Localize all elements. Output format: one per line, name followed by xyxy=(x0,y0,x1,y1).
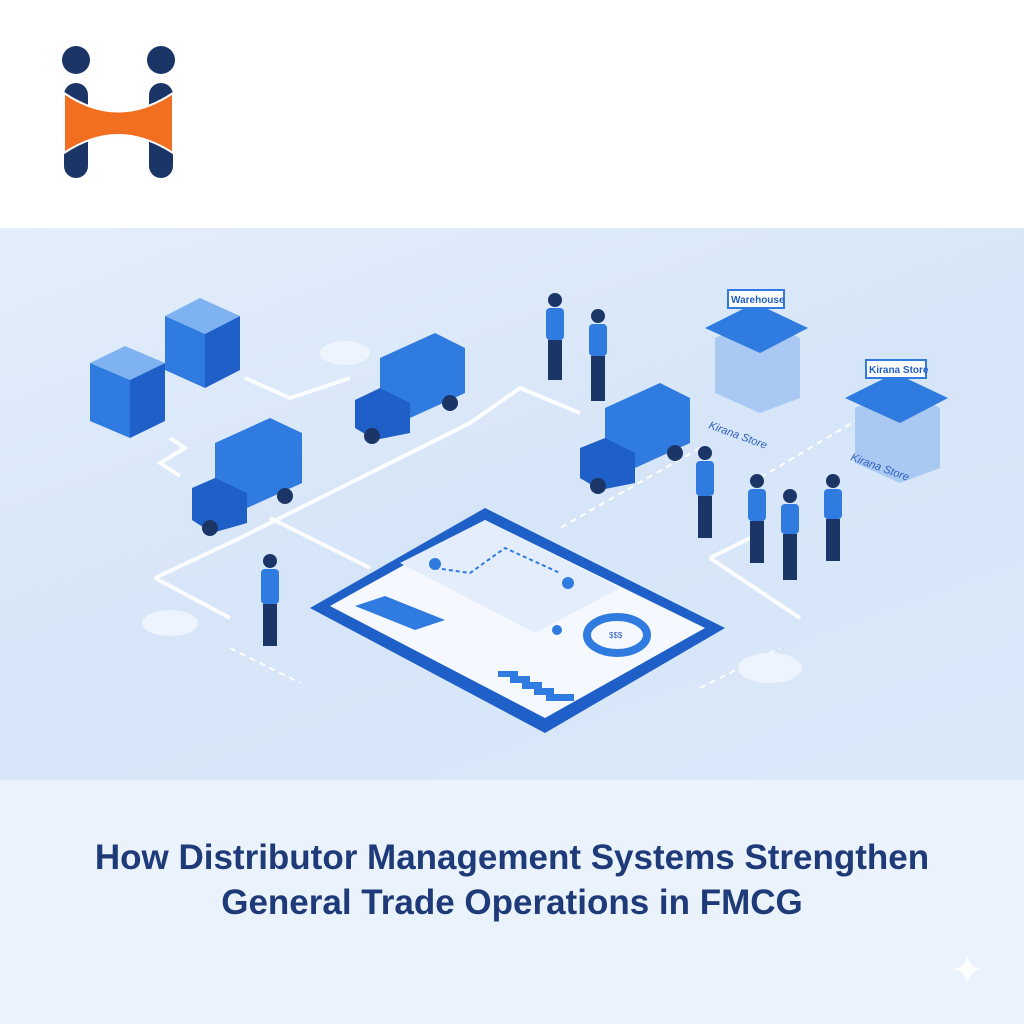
headline: How Distributor Management Systems Stren… xyxy=(0,835,1024,925)
tablet-dashboard: $$$ xyxy=(310,508,725,733)
map-pin-icon xyxy=(429,558,574,635)
sparkle-icon: ✦ xyxy=(950,949,984,993)
headline-line-1: How Distributor Management Systems Stren… xyxy=(94,838,930,877)
delivery-truck-icon xyxy=(580,383,690,494)
kirana-store-icon: Warehouse Kirana Store xyxy=(705,289,808,452)
headline-line-2: General Trade Operations in FMCG xyxy=(221,883,803,922)
bar-chart xyxy=(498,671,574,701)
brand-logo xyxy=(62,46,175,178)
store-sign: Kirana Store xyxy=(869,365,929,376)
cloud-icon xyxy=(142,341,802,683)
store-label: Kirana Store xyxy=(707,420,769,452)
footer-area xyxy=(0,780,1024,1024)
donut-value: $$$ xyxy=(609,631,623,640)
header-area xyxy=(0,0,1024,228)
delivery-truck-icon xyxy=(192,418,302,536)
kirana-store-icon: Kirana Store Kirana Store xyxy=(845,359,948,484)
donut-chart xyxy=(583,613,651,657)
person-icon xyxy=(261,293,842,646)
delivery-truck-icon xyxy=(355,333,465,444)
hero-illustration: Warehouse Kirana Store Kirana Store Kira… xyxy=(0,228,1024,780)
store-sign: Warehouse xyxy=(731,295,785,306)
office-building-icon xyxy=(90,298,240,438)
